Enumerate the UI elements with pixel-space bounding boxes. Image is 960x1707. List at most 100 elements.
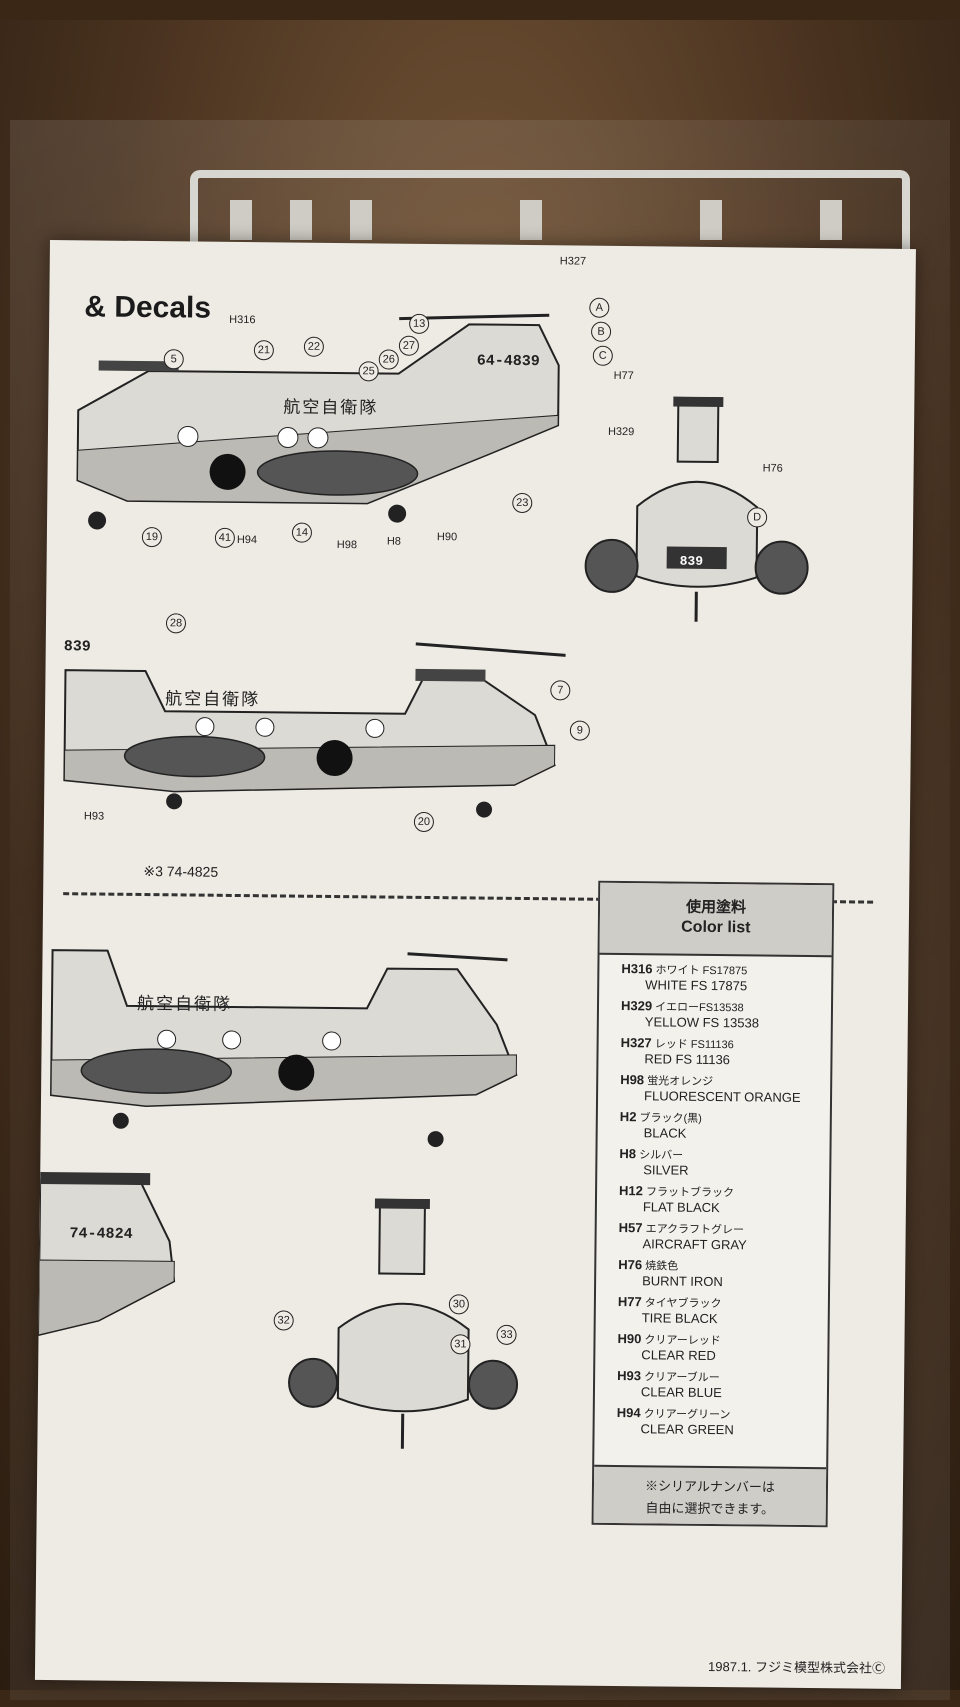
paint-code: H93	[617, 1368, 642, 1384]
serial-number: 839	[63, 638, 91, 656]
helicopter-front-view-bottom	[288, 1198, 519, 1449]
callout-marker: C	[592, 345, 613, 366]
callout-marker: 21	[253, 340, 274, 361]
callout-marker: 31	[450, 1334, 471, 1355]
sprue-part	[700, 200, 722, 240]
paint-name-jp: クリアーグリーン	[643, 1408, 731, 1422]
paint-code: H77	[617, 1294, 642, 1310]
callout-marker: 41	[214, 527, 235, 548]
paint-code: H12	[618, 1183, 644, 1199]
paint-name-en: CLEAR RED	[641, 1347, 716, 1364]
callout-marker: 27	[398, 335, 420, 356]
jasdf-marking: 航空自衛隊	[283, 397, 379, 418]
callout-marker: 13	[409, 313, 430, 334]
paint-name-jp: ブラック(黒)	[639, 1112, 702, 1125]
paint-name-jp: クリアーブルー	[643, 1371, 720, 1385]
paint-code-label: H8	[386, 535, 401, 548]
serial-number: 64-4839	[476, 352, 540, 371]
callout-marker: 25	[358, 361, 379, 382]
list-item: H2 ブラック(黒)BLACK	[620, 1109, 822, 1142]
sprue-part	[290, 200, 312, 240]
paint-code: H90	[617, 1331, 642, 1347]
callout-marker: 23	[512, 492, 533, 514]
box-edge-top	[0, 0, 960, 20]
serial-note-line1: ※シリアルナンバーは	[644, 1478, 775, 1495]
sheet-footer: 1987.1. フジミ模型株式会社Ⓒ	[708, 1658, 886, 1676]
callout-marker: 7	[550, 680, 571, 701]
paint-name-jp: レッド FS11136	[654, 1038, 734, 1052]
box-edge-bottom	[0, 1690, 960, 1707]
profile-note: ※3 74-4825	[143, 863, 219, 880]
callout-marker: B	[590, 321, 612, 342]
callout-marker: 14	[291, 522, 313, 543]
paint-name-jp: フラットブラック	[645, 1186, 735, 1200]
jasdf-marking: 航空自衛隊	[136, 993, 233, 1014]
paint-name-en: YELLOW FS 13538	[644, 1014, 760, 1031]
paint-name-en: SILVER	[643, 1162, 689, 1178]
paint-name-jp: エアクラフトグレー	[645, 1223, 745, 1237]
paint-code: H98	[620, 1072, 645, 1088]
helicopter-nose-partial	[38, 1171, 176, 1337]
paint-name-en: BURNT IRON	[642, 1273, 723, 1290]
paint-code-label: H316	[229, 313, 256, 327]
callout-marker: 22	[303, 336, 325, 357]
paint-code-label: H94	[236, 533, 258, 547]
paint-name-en: RED FS 11136	[644, 1051, 731, 1068]
paint-name-en: FLAT BLACK	[642, 1199, 720, 1216]
sprue-frame	[190, 170, 910, 260]
paint-name-en: CLEAR BLUE	[640, 1384, 722, 1401]
serial-number: 839	[679, 553, 704, 569]
paint-code-label: H77	[613, 369, 634, 383]
serial-note-line2: 自由に選択できます。	[645, 1500, 775, 1517]
sprue-part	[230, 200, 252, 240]
paint-name-jp: 焼鉄色	[645, 1260, 679, 1273]
paint-name-en: AIRCRAFT GRAY	[642, 1236, 747, 1253]
paint-name-en: FLUORESCENT ORANGE	[643, 1088, 801, 1105]
paint-code-label: H93	[83, 810, 105, 823]
callout-marker: 19	[141, 526, 162, 548]
color-list-header: 使用塗料 Color list	[599, 882, 833, 958]
callout-marker: 33	[496, 1324, 517, 1345]
helicopter-side-view-top	[76, 313, 560, 530]
paint-name-jp: シルバー	[639, 1149, 684, 1162]
callout-marker: 20	[413, 811, 435, 833]
paint-code-label: H98	[336, 539, 358, 552]
paint-name-jp: イエローFS13538	[655, 1001, 744, 1015]
color-list-title-en: Color list	[681, 918, 751, 937]
helicopter-side-view-lower	[50, 949, 518, 1148]
paint-code: H76	[618, 1257, 643, 1273]
paint-name-jp: 蛍光オレンジ	[647, 1075, 714, 1088]
paint-code: H8	[619, 1146, 637, 1162]
paint-code: H94	[616, 1404, 641, 1421]
paint-name-jp: ホワイト FS17875	[655, 964, 748, 978]
paint-code: H329	[620, 998, 653, 1014]
paint-code: H327	[620, 1035, 652, 1051]
callout-marker: 26	[378, 349, 399, 370]
sprue-part	[520, 200, 542, 240]
helicopter-side-view-middle	[63, 642, 566, 818]
paint-code-label: H329	[607, 425, 635, 439]
paint-name-en: WHITE FS 17875	[645, 977, 748, 994]
callout-marker: 9	[569, 720, 590, 741]
paint-name-en: BLACK	[643, 1125, 687, 1141]
serial-note: ※シリアルナンバーは 自由に選択できます。	[593, 1464, 827, 1526]
callout-marker: 32	[273, 1310, 294, 1331]
callout-marker: D	[747, 507, 768, 528]
paint-name-jp: クリアーレッド	[644, 1334, 721, 1348]
callout-marker: 28	[165, 613, 187, 634]
jasdf-marking: 航空自衛隊	[165, 689, 261, 710]
paint-code-label: H76	[762, 462, 783, 475]
paint-code: H2	[619, 1109, 637, 1125]
paint-name-jp: タイヤブラック	[644, 1297, 722, 1311]
helicopter-front-view-top	[584, 396, 809, 622]
sprue-part	[350, 200, 372, 240]
